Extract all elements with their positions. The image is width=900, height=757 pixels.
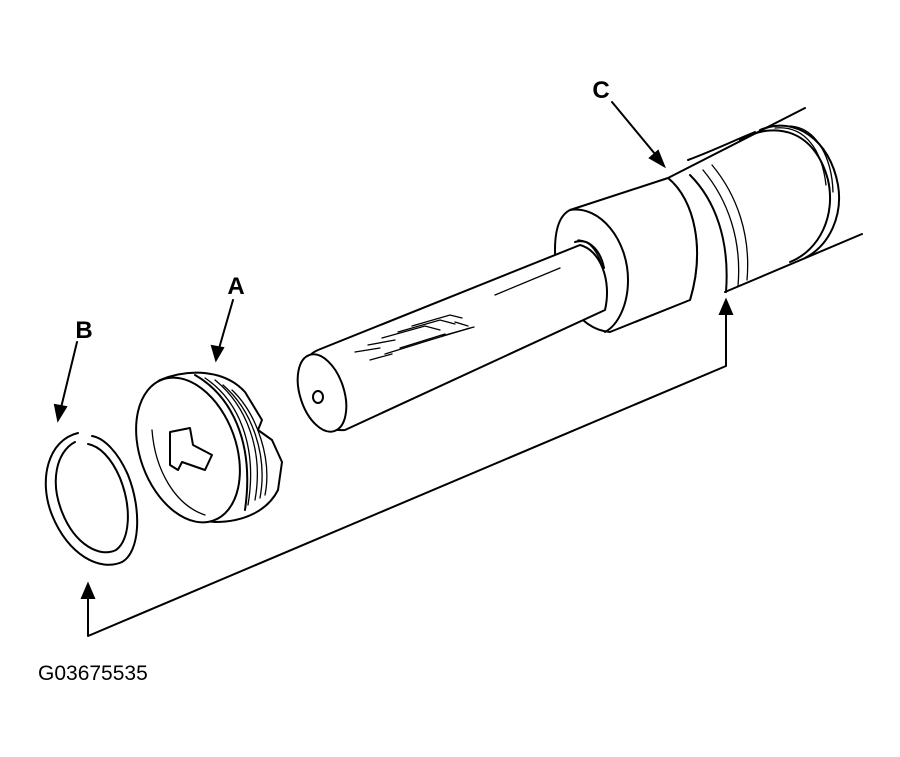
part-b-snap-ring (44, 432, 139, 566)
bracket-line (80, 297, 734, 637)
rack-housing (667, 107, 863, 301)
label-a: A (227, 273, 244, 300)
label-b: B (75, 317, 92, 344)
label-b-arrow (53, 341, 78, 423)
figure-code: G03675535 (38, 662, 148, 685)
label-a-arrow (210, 299, 234, 363)
rack-shaft (296, 244, 609, 433)
part-a-lock-nut (135, 371, 283, 524)
label-c-arrow (611, 101, 666, 169)
label-c: C (592, 77, 609, 104)
